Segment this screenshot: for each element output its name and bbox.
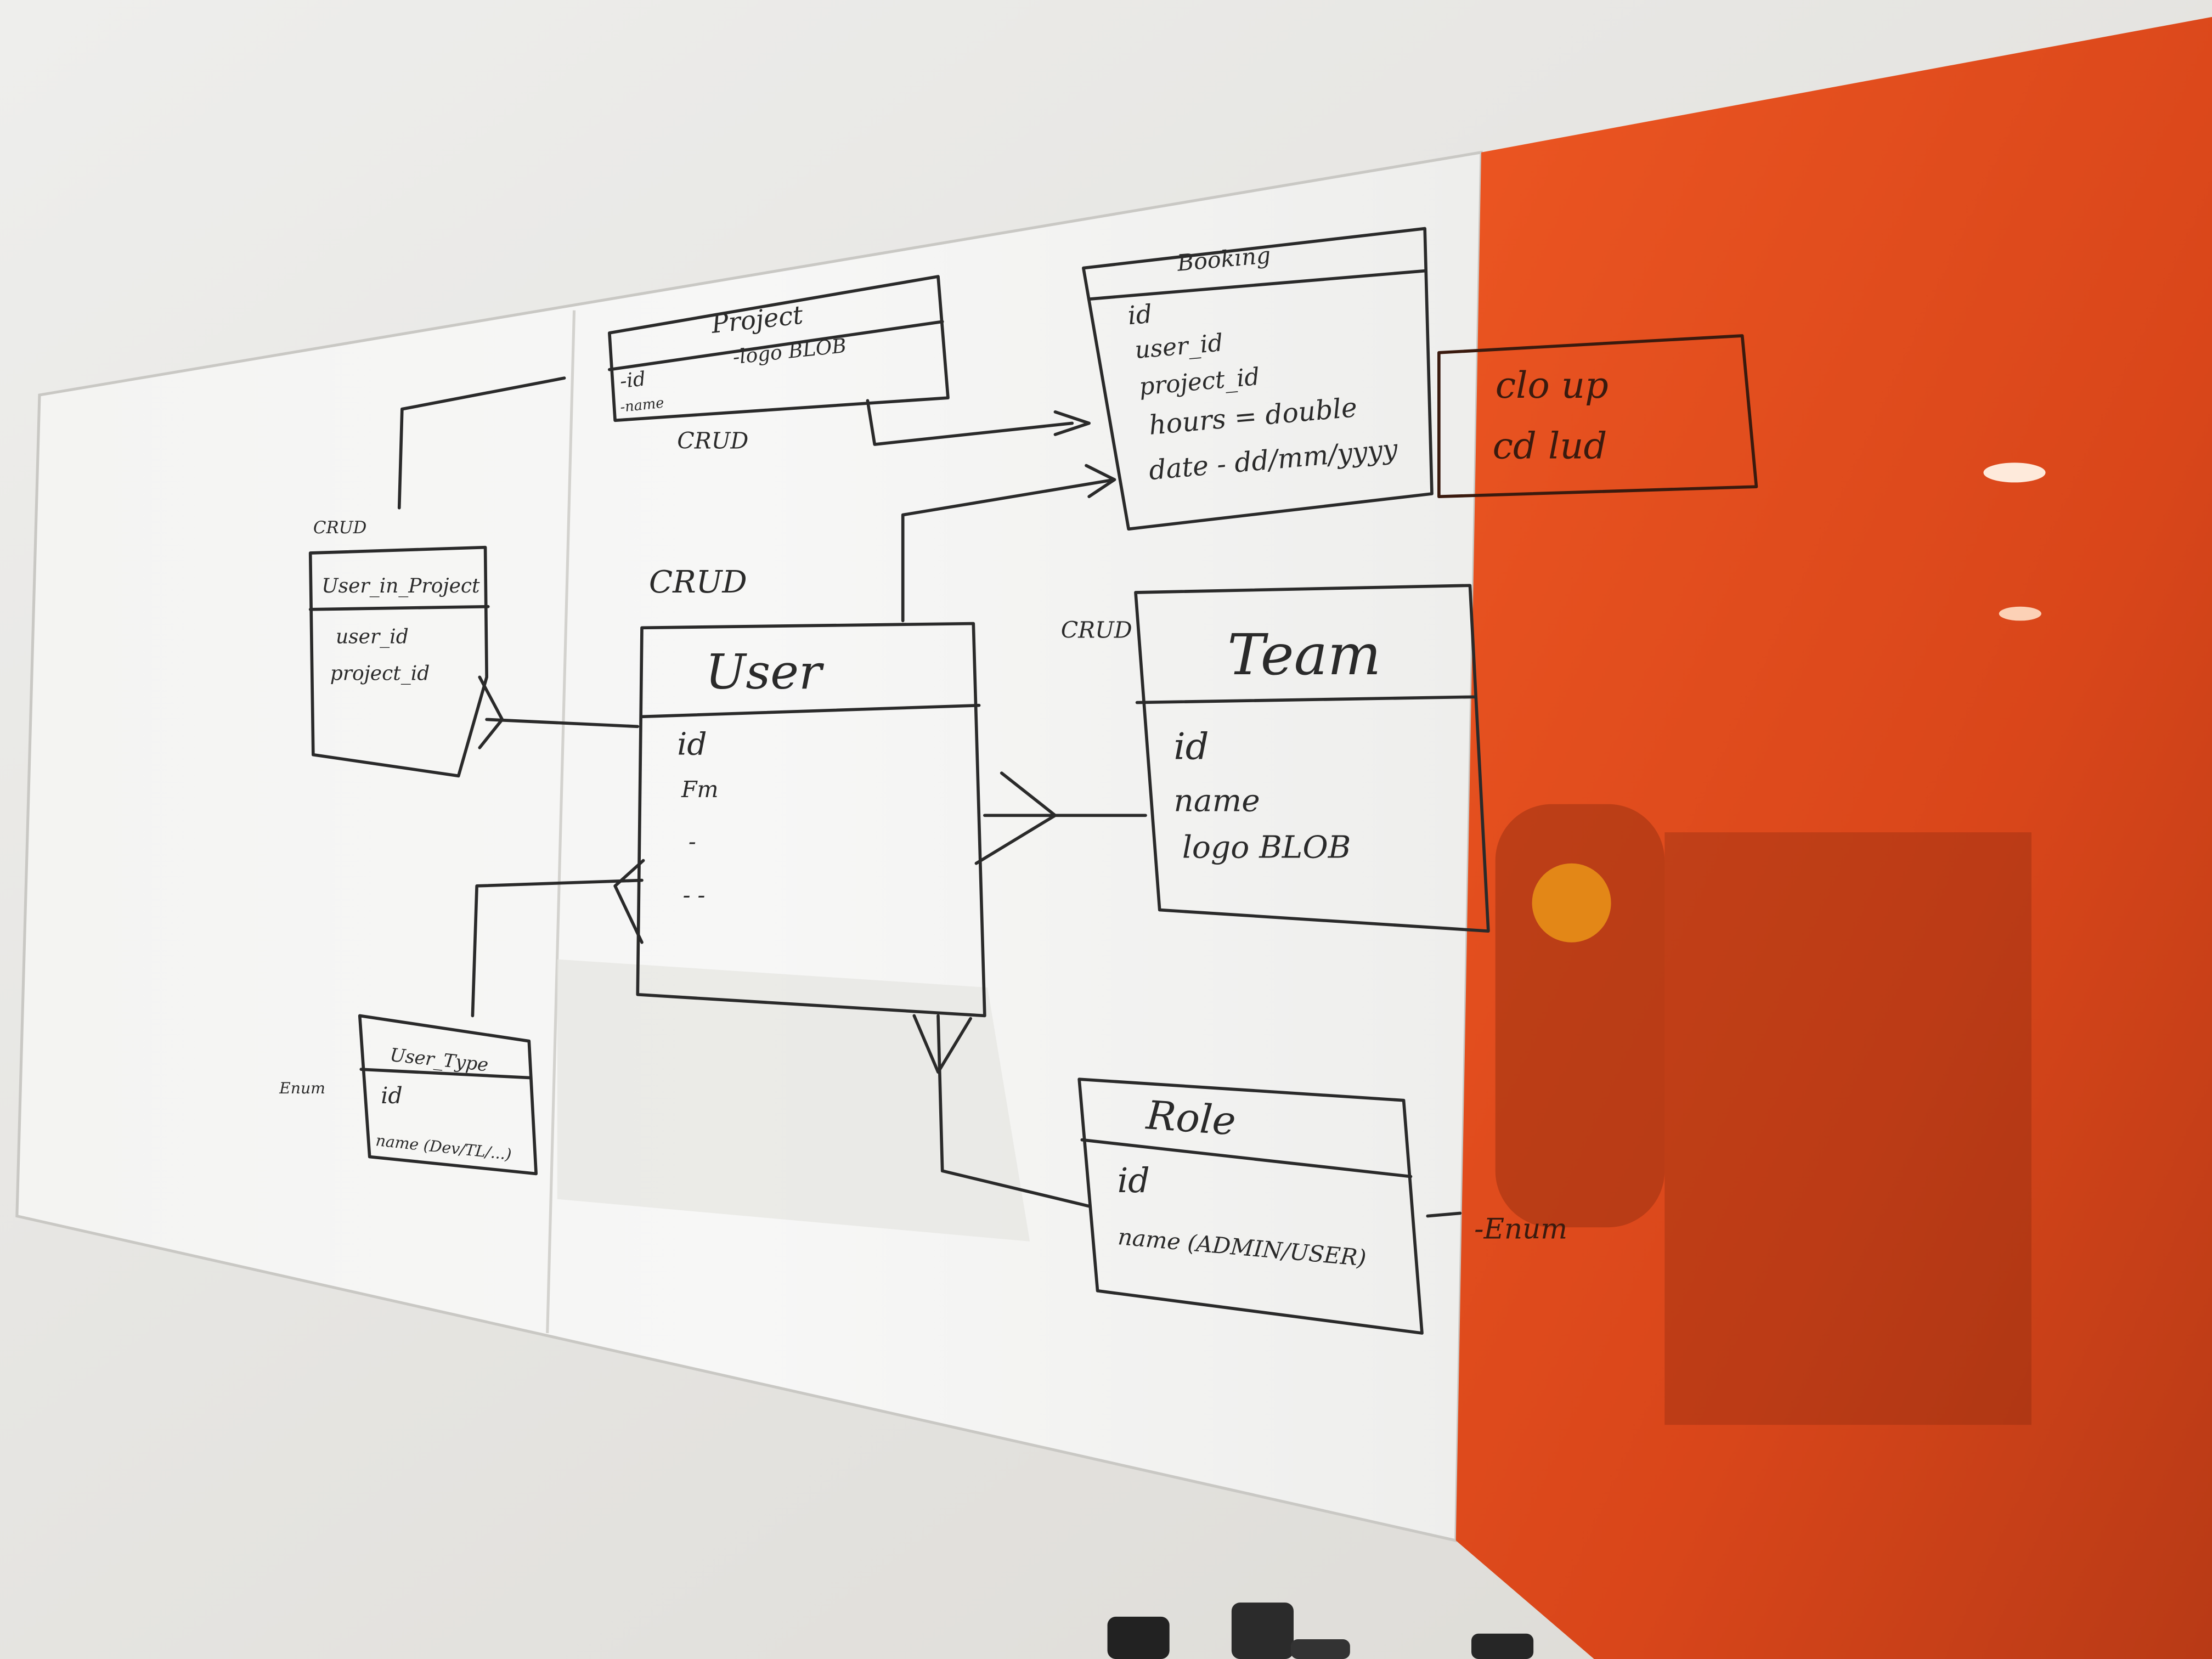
role-enum-tag: -Enum — [1474, 1213, 1567, 1246]
team-field-id: id — [1173, 725, 1209, 768]
user-title: User — [706, 644, 825, 700]
user-in-project-box — [308, 545, 490, 778]
user-in-project-field-user-id: user_id — [336, 626, 409, 648]
role-entity-box — [1077, 1077, 1424, 1335]
orange-panel — [1455, 16, 2212, 1659]
booking-entity-box — [1082, 227, 1434, 531]
orange-note-line-2: cd lud — [1493, 425, 1607, 467]
team-title: Team — [1227, 623, 1381, 688]
user-field-dash-1: - — [689, 828, 696, 855]
user-field-dash-2: - - — [683, 882, 706, 909]
team-crud-tag: CRUD — [1061, 617, 1132, 643]
user-in-project-field-project-id: project_id — [330, 662, 430, 685]
orange-note-line-1: clo up — [1496, 364, 1609, 407]
team-field-logo: logo BLOB — [1182, 829, 1351, 865]
user-field-fm: Fm — [681, 776, 719, 803]
role-title: Role — [1144, 1092, 1238, 1144]
project-entity-box — [608, 275, 950, 422]
role-field-id: id — [1118, 1161, 1150, 1200]
user-field-id: id — [677, 726, 707, 763]
booking-field-id: id — [1126, 299, 1153, 331]
project-field-id: -id — [619, 368, 647, 393]
user-entity-box — [636, 622, 986, 1018]
user-in-project-title: User_in_Project — [321, 575, 480, 597]
team-entity-box — [1134, 584, 1490, 933]
team-field-name: name — [1173, 783, 1260, 819]
relationship-lines — [397, 376, 1462, 1218]
bottles — [1107, 1602, 1534, 1659]
user-type-enum-tag: Enum — [279, 1079, 325, 1097]
user-type-box — [358, 1014, 538, 1176]
user-type-field-id: id — [381, 1082, 402, 1109]
user-in-project-crud-tag: CRUD — [313, 518, 367, 538]
orange-note-box — [1437, 334, 1758, 498]
user-crud-tag: CRUD — [649, 564, 747, 600]
project-crud-tag: CRUD — [677, 428, 748, 454]
